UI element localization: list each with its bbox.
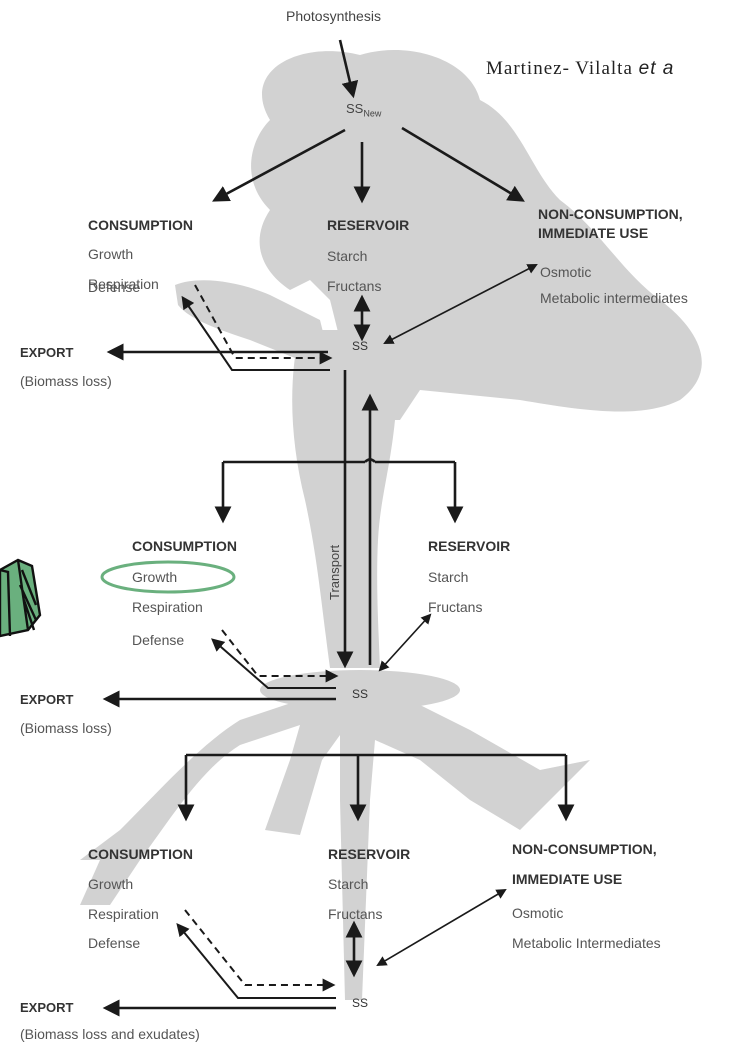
citation: Martinez- Vilalta et a xyxy=(486,58,674,80)
bidir-lower-nonconsumption xyxy=(378,890,505,965)
lower-consumption-title: CONSUMPTION xyxy=(88,845,193,864)
mid-export-note: (Biomass loss) xyxy=(20,720,112,737)
bidir-mid-reservoir xyxy=(380,615,430,670)
arrow-to-upper-consumption xyxy=(215,130,345,200)
upper-consumption-title: CONSUMPTION xyxy=(88,216,193,235)
mid-consumption-solid xyxy=(213,640,336,688)
upper-ss-label: SS xyxy=(352,338,368,355)
upper-nonconsumption-item: Osmotic xyxy=(540,264,591,281)
mid-reservoir-item: Starch xyxy=(428,569,468,586)
upper-reservoir-item: Starch xyxy=(327,248,367,265)
lower-ss-label: SS xyxy=(352,995,368,1012)
mid-export-title: EXPORT xyxy=(20,690,73,709)
mid-consumption-title: CONSUMPTION xyxy=(132,537,237,556)
upper-nonconsumption-item: Metabolic intermediates xyxy=(540,290,688,307)
upper-reservoir-title: RESERVOIR xyxy=(327,216,409,235)
lower-nonconsumption-title: NON-CONSUMPTION, xyxy=(512,840,657,859)
upper-nonconsumption-title2: IMMEDIATE USE xyxy=(538,224,648,243)
lower-reservoir-title: RESERVOIR xyxy=(328,845,410,864)
lower-consumption-solid xyxy=(178,925,336,998)
mid-ss-label: SS xyxy=(352,686,368,703)
arrow-photosynthesis xyxy=(340,40,353,95)
lower-consumption-item: Respiration xyxy=(88,906,159,923)
upper-reservoir-item: Fructans xyxy=(327,278,381,295)
lower-nonconsumption-item: Metabolic Intermediates xyxy=(512,935,661,952)
lower-export-note: (Biomass loss and exudates) xyxy=(20,1026,200,1043)
upper-consumption-item: Growth xyxy=(88,246,133,263)
mid-consumption-dashed xyxy=(222,630,336,676)
ss-new-label: SSNew xyxy=(346,100,381,123)
upper-consumption-solid xyxy=(183,298,330,370)
mid-consumption-item: Defense xyxy=(132,632,184,649)
mid-consumption-item: Growth xyxy=(132,569,177,586)
lower-reservoir-item: Fructans xyxy=(328,906,382,923)
transport-label: Transport xyxy=(326,545,343,600)
mid-consumption-item: Respiration xyxy=(132,599,203,616)
upper-export-title: EXPORT xyxy=(20,343,73,362)
lower-consumption-item: Defense xyxy=(88,935,140,952)
upper-consumption-item: Defense xyxy=(88,279,140,296)
mid-reservoir-title: RESERVOIR xyxy=(428,537,510,556)
upper-nonconsumption-title: NON-CONSUMPTION, xyxy=(538,205,683,224)
lower-nonconsumption-title2: IMMEDIATE USE xyxy=(512,870,622,889)
lower-nonconsumption-item: Osmotic xyxy=(512,905,563,922)
lower-consumption-item: Growth xyxy=(88,876,133,893)
photosynthesis-label: Photosynthesis xyxy=(286,8,381,25)
arrow-to-upper-nonconsumption xyxy=(402,128,522,200)
lower-reservoir-item: Starch xyxy=(328,876,368,893)
storage-icon xyxy=(0,560,40,636)
upper-export-note: (Biomass loss) xyxy=(20,373,112,390)
lower-consumption-dashed xyxy=(185,910,333,985)
mid-reservoir-item: Fructans xyxy=(428,599,482,616)
bidir-upper-nonconsumption xyxy=(385,265,536,343)
lower-export-title: EXPORT xyxy=(20,998,73,1017)
